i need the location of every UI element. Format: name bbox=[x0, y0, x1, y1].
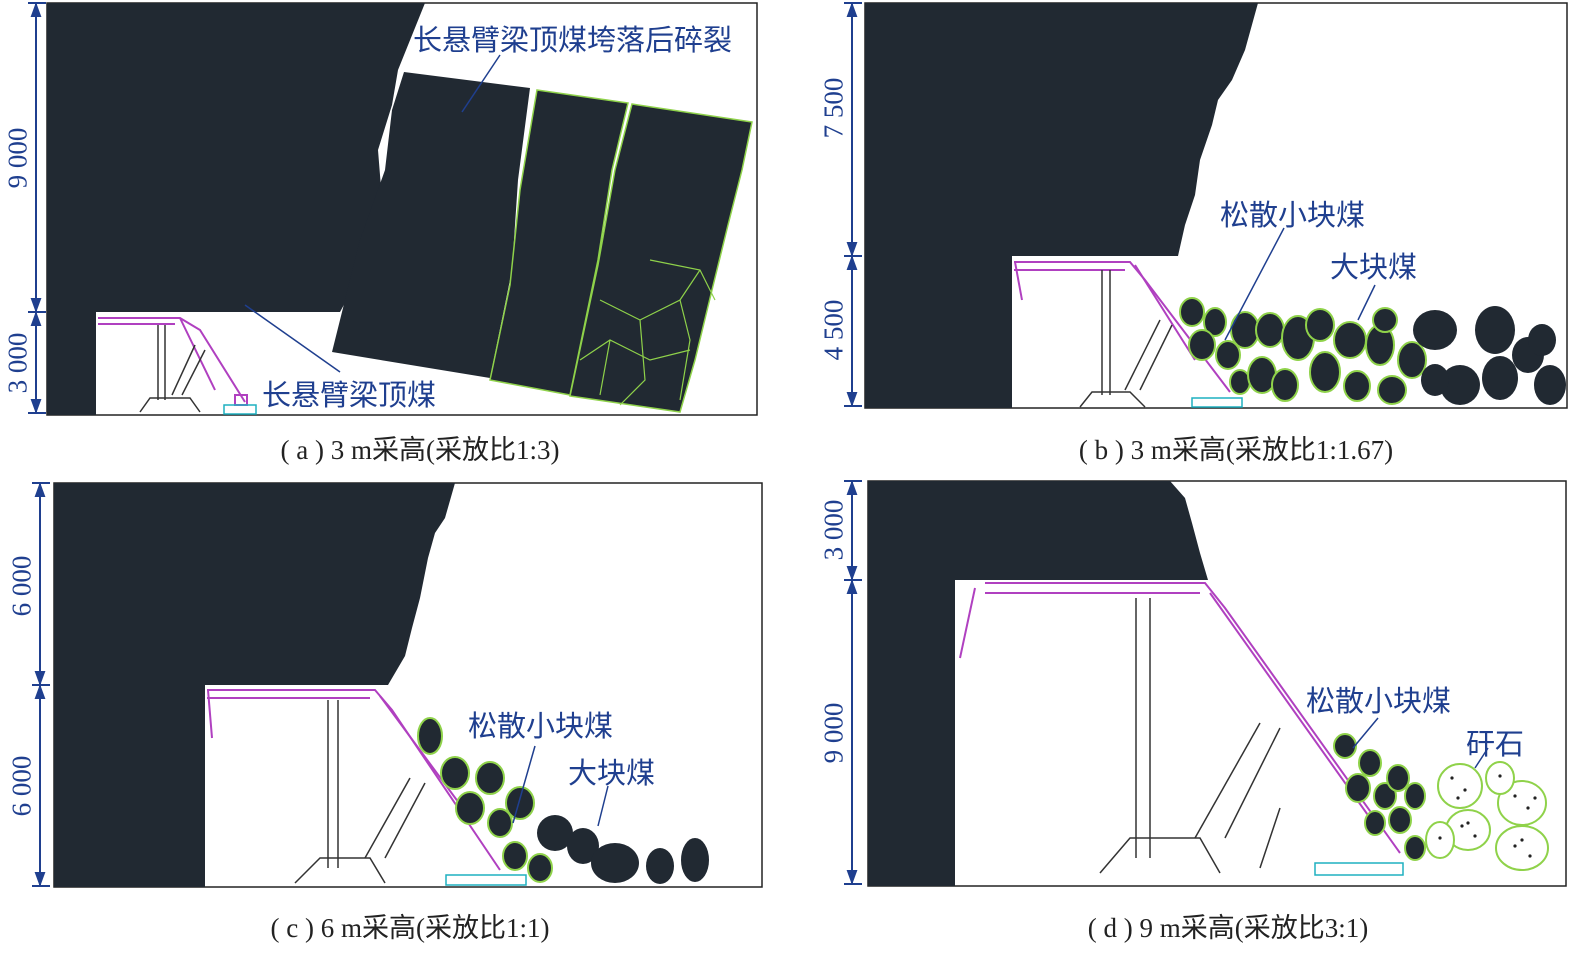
big-coal-blocks bbox=[537, 815, 709, 884]
gangue-blocks bbox=[1425, 761, 1549, 871]
leader-line-big bbox=[1357, 284, 1376, 321]
caption-b: ( b ) 3 m采高(采放比1:1.67) bbox=[1078, 435, 1394, 465]
dimension-line bbox=[844, 2, 862, 407]
caption-a: ( a ) 3 m采高(采放比1:3) bbox=[280, 435, 560, 465]
dim-label-top: 7 500 bbox=[818, 77, 849, 139]
support bbox=[959, 582, 1401, 854]
overhang-top-coal bbox=[47, 3, 425, 415]
loose-small-coal bbox=[1333, 733, 1426, 861]
crack-lines bbox=[579, 259, 716, 406]
annotation-broken-coal: 长悬臂梁顶煤垮落后碎裂 bbox=[413, 23, 733, 57]
dim-label-top: 6 000 bbox=[6, 555, 37, 617]
dim-label-bottom: 4 500 bbox=[818, 299, 849, 361]
panel-a-drawing bbox=[28, 2, 758, 416]
dim-label-top: 9 000 bbox=[2, 127, 33, 189]
conveyor bbox=[445, 874, 527, 886]
hydraulic-support bbox=[98, 317, 248, 406]
dim-label-bottom: 6 000 bbox=[6, 755, 37, 817]
top-coal bbox=[868, 481, 1208, 886]
panel-b-drawing bbox=[844, 2, 1568, 409]
annotation-loose-coal: 松散小块煤 bbox=[1220, 198, 1366, 232]
dim-label-bottom: 3 000 bbox=[2, 332, 33, 394]
gangue-dots bbox=[1438, 774, 1537, 858]
leader-line-top bbox=[461, 54, 501, 113]
panel-a: 9 000 3 000 长悬臂梁顶煤垮落后碎裂 长悬臂梁顶煤 ( a ) 3 m… bbox=[0, 0, 790, 470]
support bbox=[207, 689, 501, 871]
broken-block-3 bbox=[569, 103, 753, 413]
annotation-big-coal: 大块煤 bbox=[1330, 250, 1418, 284]
broken-block-1 bbox=[332, 72, 530, 378]
support-legs bbox=[294, 700, 426, 884]
annotation-cantilever-coal: 长悬臂梁顶煤 bbox=[262, 378, 437, 412]
top-coal bbox=[865, 3, 1258, 408]
loose-small-coal bbox=[1179, 297, 1427, 405]
annotation-loose-coal: 松散小块煤 bbox=[468, 709, 614, 743]
panel-d-drawing bbox=[844, 480, 1567, 887]
annotation-loose-coal: 松散小块煤 bbox=[1306, 684, 1452, 718]
annotation-big-coal: 大块煤 bbox=[568, 756, 656, 790]
conveyor bbox=[223, 404, 257, 415]
leader-line-loose bbox=[512, 745, 536, 824]
dim-label-bottom: 9 000 bbox=[818, 702, 849, 764]
leader-line-gangue bbox=[1474, 747, 1489, 769]
dim-label-top: 3 000 bbox=[818, 499, 849, 561]
panel-d: 3 000 9 000 松散小块煤 矸石 ( d ) 9 m采高(采放比3:1) bbox=[800, 478, 1594, 962]
loose-small-coal bbox=[417, 717, 553, 883]
leader-line-loose bbox=[1352, 717, 1379, 749]
support bbox=[1014, 261, 1231, 393]
leader-line-bottom bbox=[244, 304, 341, 373]
conveyor bbox=[1191, 397, 1243, 408]
panel-c-drawing bbox=[32, 482, 763, 888]
caption-d: ( d ) 9 m采高(采放比3:1) bbox=[1087, 913, 1369, 943]
dimension-line bbox=[844, 480, 862, 885]
conveyor bbox=[1314, 862, 1404, 876]
support-legs bbox=[139, 325, 206, 413]
support-legs bbox=[1099, 598, 1281, 874]
top-coal bbox=[54, 483, 455, 887]
leader-line-loose bbox=[1224, 227, 1285, 341]
dimension-line bbox=[32, 482, 50, 887]
support-legs bbox=[1079, 270, 1173, 408]
annotation-gangue: 矸石 bbox=[1466, 727, 1525, 761]
panel-c: 6 000 6 000 松散小块煤 大块煤 ( c ) 6 m采高(采放比1:1… bbox=[0, 478, 790, 962]
leader-line-big bbox=[597, 785, 609, 827]
big-coal-blocks bbox=[1413, 306, 1566, 405]
dimension-line bbox=[28, 2, 46, 414]
panel-b: 7 500 4 500 松散小块煤 大块煤 ( b ) 3 m采高(采放比1:1… bbox=[800, 0, 1594, 470]
caption-c: ( c ) 6 m采高(采放比1:1) bbox=[270, 913, 550, 943]
